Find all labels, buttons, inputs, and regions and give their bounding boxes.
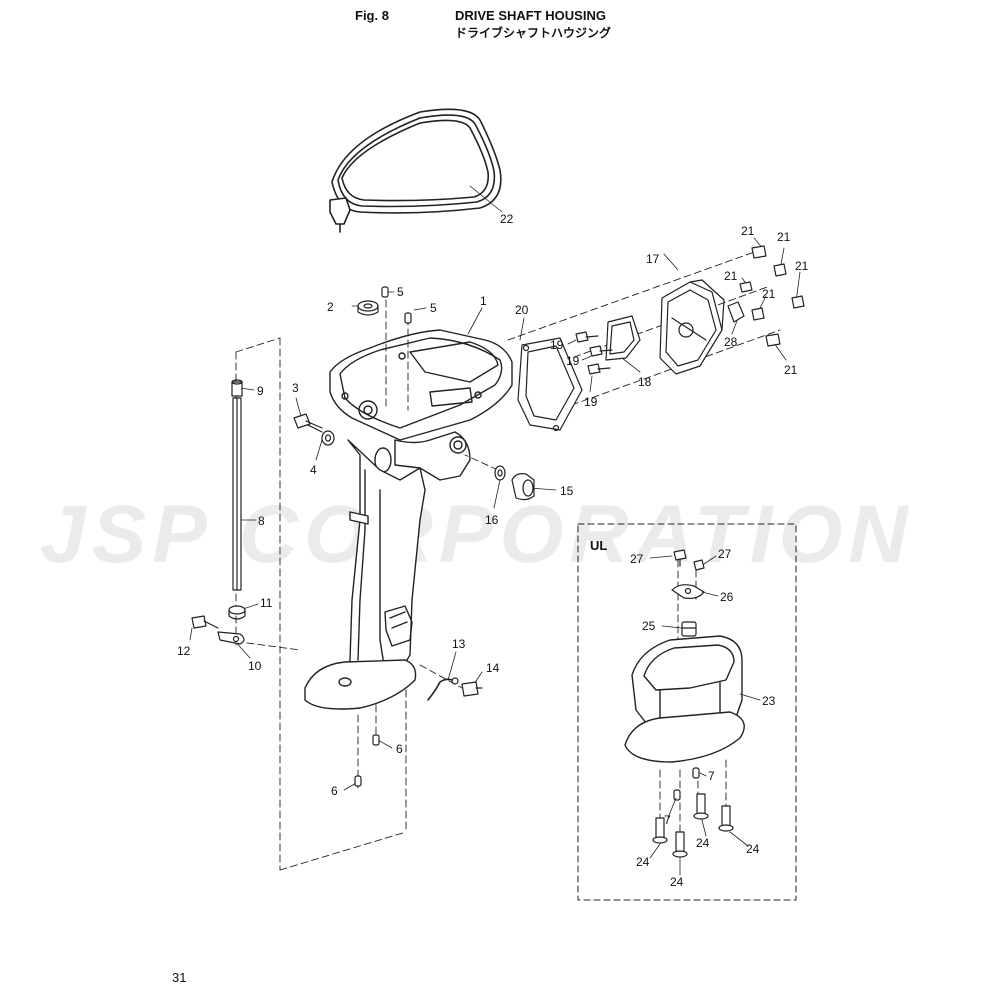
callout-labels: 1 2 3 4 5 5 6 6 8 9 10 11 12 13 14 15 16… [177, 212, 809, 889]
callout-24-d: 24 [670, 875, 684, 889]
callout-27-right: 27 [718, 547, 732, 561]
callout-5-upper: 5 [397, 285, 404, 299]
callout-20: 20 [515, 303, 529, 317]
watermark: JSP CORPORATION [40, 489, 914, 580]
part-1-drive-shaft-housing [304, 329, 513, 710]
callout-5-lower: 5 [430, 301, 437, 315]
callout-11: 11 [260, 596, 273, 610]
callout-2: 2 [327, 300, 334, 314]
callout-21-a: 21 [741, 224, 755, 238]
inset-leader-lines [649, 555, 761, 876]
part-5-dowel-pins [381, 286, 412, 324]
leader-lines [189, 185, 801, 791]
inset-label-ul: UL [590, 538, 607, 553]
callout-19-bottom: 19 [584, 395, 598, 409]
part-19-bolts [575, 331, 613, 375]
callout-21-f: 21 [784, 363, 798, 377]
page-number: 31 [172, 970, 187, 985]
callout-8: 8 [258, 514, 265, 528]
part-11-grommet [228, 605, 246, 620]
callout-16: 16 [485, 513, 499, 527]
callout-21-c: 21 [724, 269, 738, 283]
callout-18: 18 [638, 375, 652, 389]
callout-21-b: 21 [777, 230, 791, 244]
part-3-bolt [293, 413, 323, 433]
part-17-cover-assembly [659, 279, 725, 375]
part-16-washer [494, 465, 506, 481]
diagram-title: DRIVE SHAFT HOUSING [455, 8, 606, 23]
callout-15: 15 [560, 484, 574, 498]
callout-24-b: 24 [696, 836, 710, 850]
callout-27-left: 27 [630, 552, 644, 566]
callout-24-c: 24 [746, 842, 760, 856]
part-8-water-tube [232, 397, 242, 591]
callout-21-e: 21 [762, 287, 776, 301]
part-2-bushing [357, 300, 379, 316]
figure-number: Fig. 8 [355, 8, 389, 23]
callout-6-upper: 6 [396, 742, 403, 756]
callout-24-a: 24 [636, 855, 650, 869]
part-9-grommet [231, 379, 243, 397]
callout-1: 1 [480, 294, 487, 308]
callout-22: 22 [500, 212, 514, 226]
part-18-cover [605, 315, 641, 361]
callout-7-upper: 7 [708, 769, 715, 783]
diagram-title-japanese: ドライブシャフトハウジング [455, 26, 612, 40]
callout-4: 4 [310, 463, 317, 477]
callout-7-lower: 7 [664, 813, 671, 827]
part-24-bolts [652, 793, 734, 858]
part-26-plate [671, 584, 705, 599]
part-27-bolts [673, 549, 705, 571]
part-10-clamp [217, 631, 245, 645]
part-12-bolt [191, 615, 219, 629]
part-21-bolts [739, 245, 805, 347]
callout-26: 26 [720, 590, 734, 604]
callout-3: 3 [292, 381, 299, 395]
part-6-dowel-pins [354, 734, 380, 787]
part-13-wire [427, 677, 459, 701]
callout-25: 25 [642, 619, 656, 633]
callout-13: 13 [452, 637, 466, 651]
ul-inset-frame [577, 523, 797, 901]
callout-19-middle: 19 [566, 354, 580, 368]
callout-17: 17 [646, 252, 660, 266]
callout-10: 10 [248, 659, 262, 673]
part-20-gasket [517, 337, 583, 432]
callout-28: 28 [724, 335, 738, 349]
part-28-pad [727, 301, 745, 323]
callout-19-top: 19 [550, 338, 564, 352]
part-23-lower-housing [624, 635, 745, 763]
part-14-bolt [461, 681, 483, 697]
callout-12: 12 [177, 644, 191, 658]
callout-6-lower: 6 [331, 784, 338, 798]
part-25-nut [681, 621, 697, 637]
part-22-seal-ring [329, 108, 502, 233]
part-4-washer [321, 430, 335, 446]
callout-9: 9 [257, 384, 264, 398]
part-15-plug [511, 473, 535, 501]
callout-14: 14 [486, 661, 500, 675]
callout-21-d: 21 [795, 259, 809, 273]
callout-23: 23 [762, 694, 776, 708]
part-7-dowel-pins [673, 767, 700, 801]
